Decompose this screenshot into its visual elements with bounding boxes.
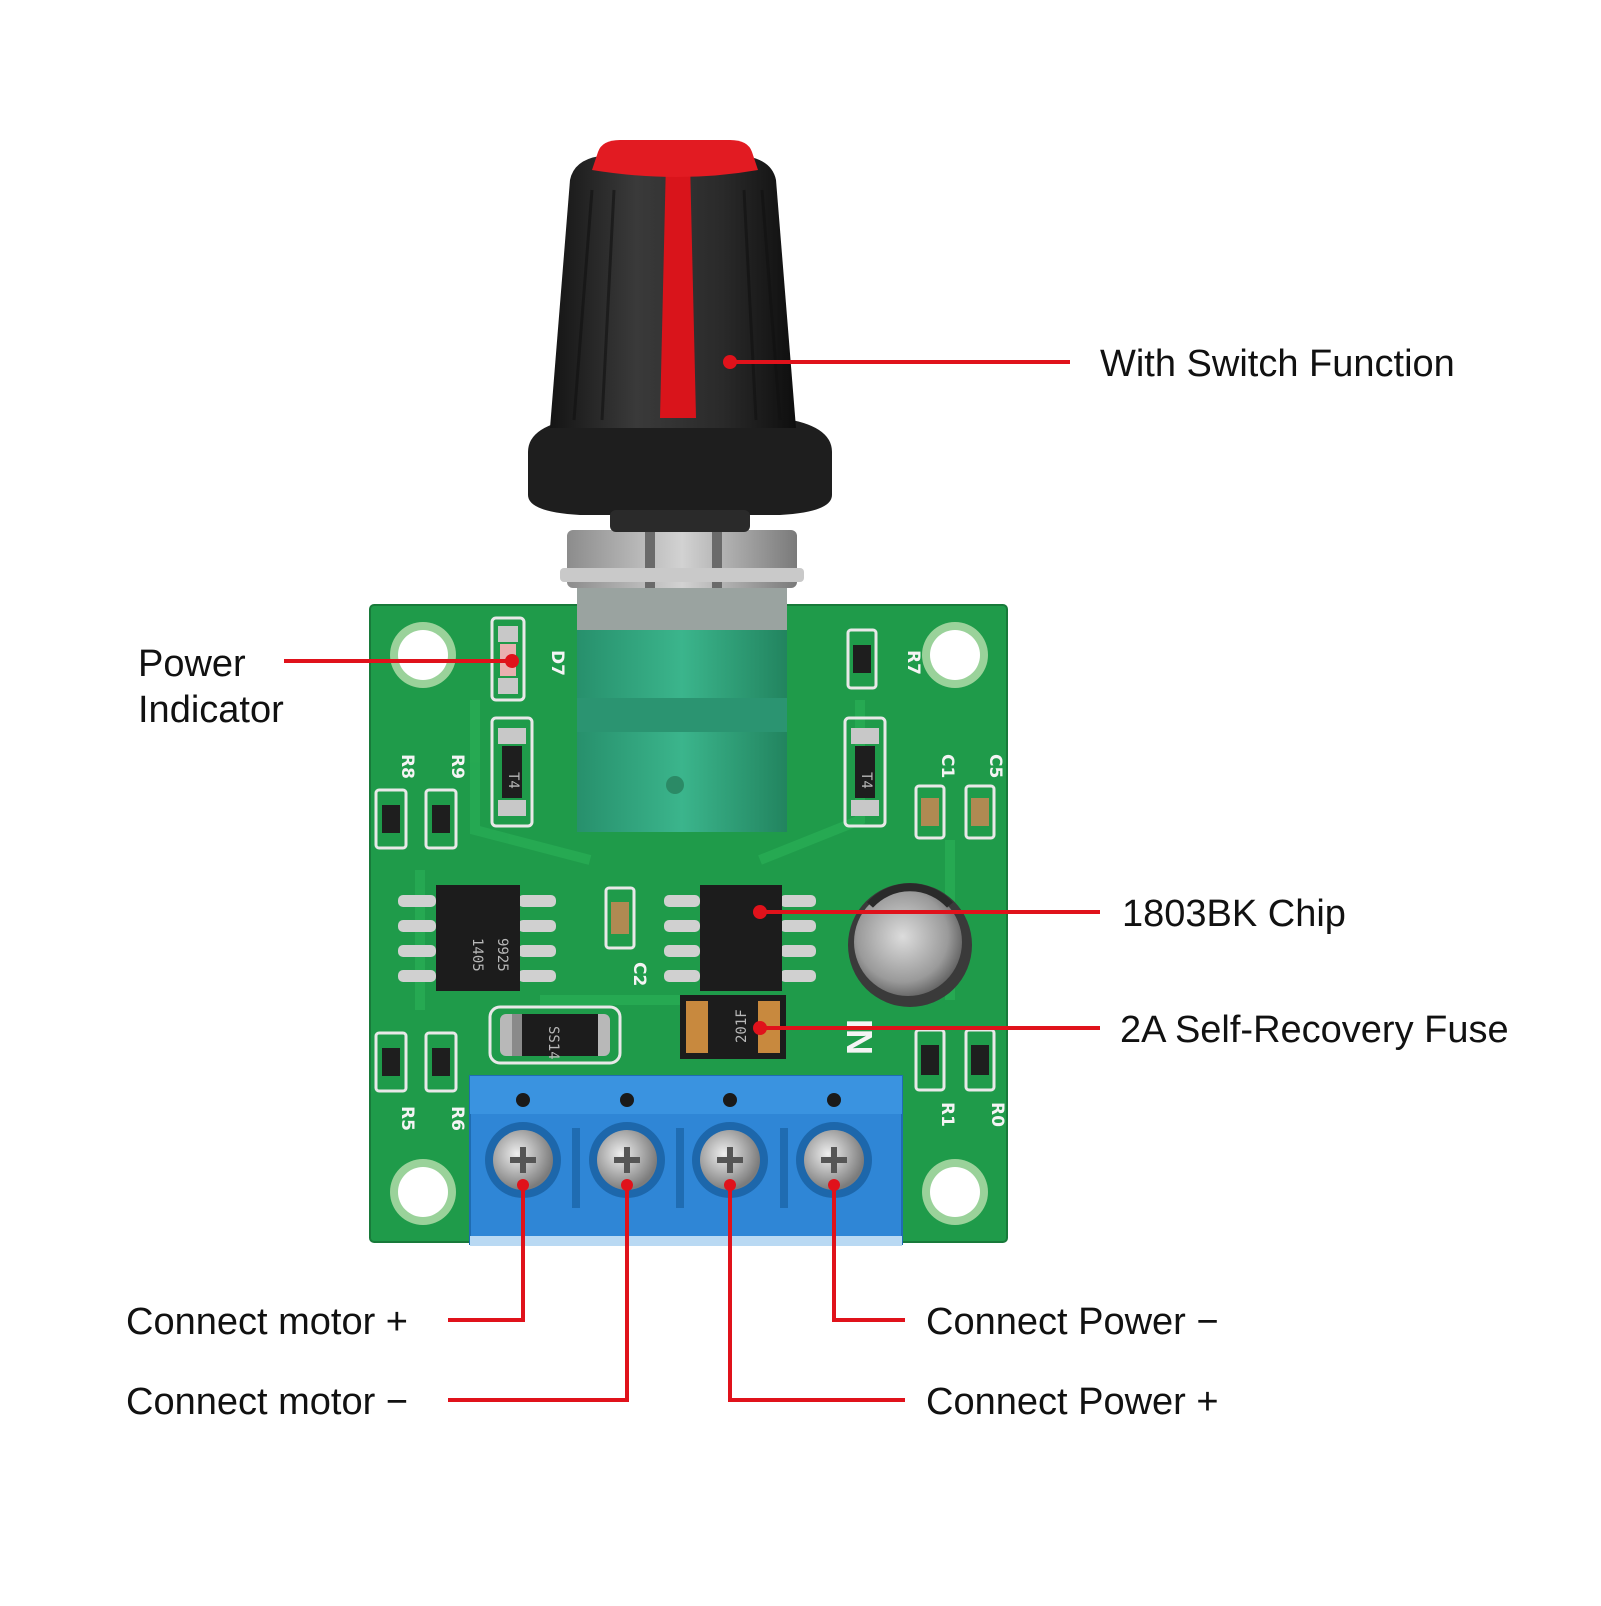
label-in: IN <box>839 1019 880 1055</box>
resistor-r7 <box>846 628 878 690</box>
leader-motor-minus <box>448 1185 629 1402</box>
leader-power-minus <box>832 1185 905 1322</box>
label-r6: R6 <box>447 1106 467 1131</box>
callout-fuse: 2A Self-Recovery Fuse <box>1120 1009 1509 1051</box>
callout-motor-plus: Connect motor + <box>126 1301 408 1343</box>
potentiometer-nut <box>560 530 804 588</box>
resistor-r6 <box>424 1031 458 1093</box>
callout-chip: 1803BK Chip <box>1122 893 1346 935</box>
label-r8: R8 <box>397 754 417 779</box>
mounting-hole <box>922 622 988 688</box>
terminal-block <box>469 1075 903 1246</box>
transistor-left-marking: T4 <box>505 772 521 789</box>
terminal-screw <box>589 1122 665 1198</box>
diode-ss14: SS14 <box>488 1005 622 1065</box>
potentiometer <box>577 585 787 832</box>
knob <box>528 140 832 532</box>
mounting-hole <box>390 1159 456 1225</box>
electrolytic-capacitor <box>848 883 972 1007</box>
terminal-screw <box>796 1122 872 1198</box>
transistor-right: T4 <box>843 716 887 828</box>
callout-power-indicator-line1: Power <box>138 643 246 685</box>
label-c1: C1 <box>937 754 957 778</box>
chip-1803bk <box>664 885 816 991</box>
label-r7: R7 <box>903 650 923 675</box>
label-c5: C5 <box>985 754 1005 778</box>
fuse-marking: 201F <box>734 1009 750 1043</box>
leader-motor-plus <box>448 1185 525 1322</box>
callout-switch-function: With Switch Function <box>1100 343 1455 385</box>
leader-dots <box>505 355 840 1191</box>
label-r1: R1 <box>937 1102 957 1127</box>
terminal-screw <box>485 1122 561 1198</box>
resistor-r5 <box>374 1031 408 1093</box>
callout-power-indicator-line2: Indicator <box>138 689 284 731</box>
transistor-right-marking: T4 <box>858 772 874 789</box>
capacitor-c2 <box>604 886 636 950</box>
ic-left-marking-2: 1405 <box>469 938 485 972</box>
callout-motor-minus: Connect motor − <box>126 1381 408 1423</box>
label-r5: R5 <box>397 1106 417 1131</box>
diode-marking: SS14 <box>545 1026 561 1060</box>
terminal-screw <box>692 1122 768 1198</box>
resistor-r8 <box>374 788 408 850</box>
leader-lines <box>284 360 1100 1402</box>
label-r9: R9 <box>447 754 467 779</box>
callout-power-plus: Connect Power + <box>926 1381 1219 1423</box>
ic-left: 9925 1405 <box>398 885 556 991</box>
transistor-left: T4 <box>490 716 534 828</box>
mounting-hole <box>390 622 456 688</box>
label-r0: R0 <box>987 1102 1007 1127</box>
ic-left-marking-1: 9925 <box>494 938 510 972</box>
capacitor-c1 <box>914 784 946 840</box>
label-c2: C2 <box>629 962 649 986</box>
capacitor-c5 <box>964 784 996 840</box>
resistor-r9 <box>424 788 458 850</box>
mounting-hole <box>922 1159 988 1225</box>
label-d7: D7 <box>547 650 567 676</box>
leader-power-plus <box>728 1185 905 1402</box>
callout-power-minus: Connect Power − <box>926 1301 1219 1343</box>
